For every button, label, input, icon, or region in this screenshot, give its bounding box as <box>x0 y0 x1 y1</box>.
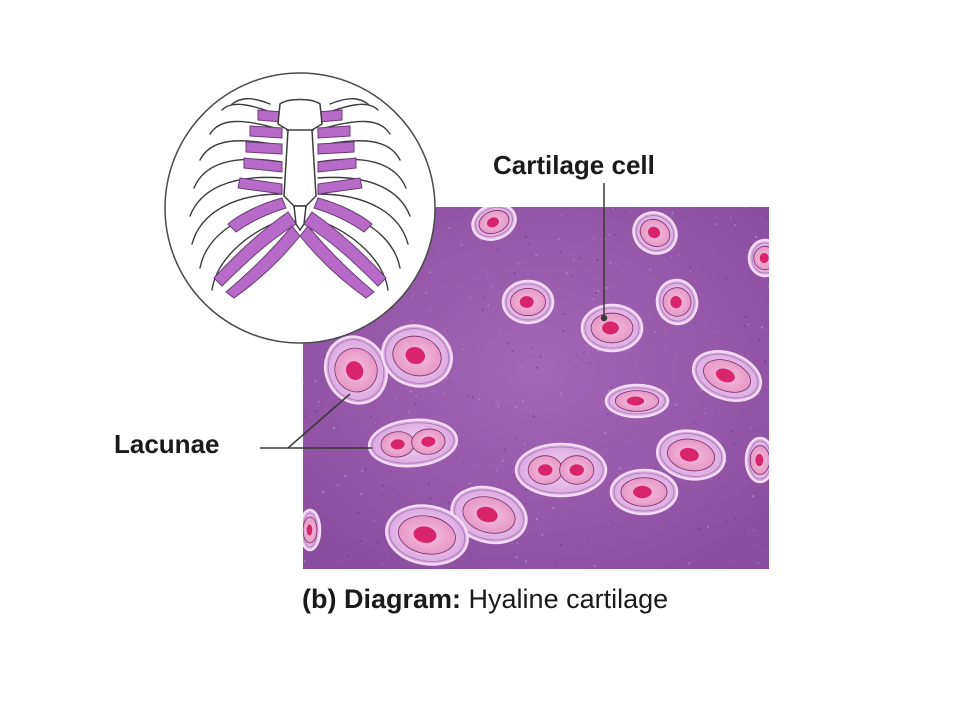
lacuna <box>323 335 389 405</box>
cell-nucleus <box>759 252 769 264</box>
lacuna <box>471 207 517 241</box>
lacuna <box>501 279 555 325</box>
cell-nucleus <box>390 439 405 450</box>
cell-nucleus <box>306 524 313 536</box>
lacuna <box>385 504 469 566</box>
cell-nucleus <box>421 436 436 447</box>
lacuna <box>604 383 670 419</box>
lacuna <box>655 278 699 326</box>
lacuna <box>747 238 769 278</box>
cell-nucleus <box>413 526 437 543</box>
lacuna <box>303 508 322 552</box>
cell-nucleus <box>519 296 534 308</box>
lacunae-label: Lacunae <box>114 429 220 459</box>
lacuna <box>381 324 453 388</box>
lacuna <box>514 442 608 498</box>
lacuna <box>609 468 679 516</box>
figure-caption: (b) Diagram: Hyaline cartilage <box>302 584 668 615</box>
lacuna <box>450 485 528 545</box>
sternum <box>277 98 323 232</box>
lacuna <box>632 211 678 255</box>
cell-nucleus <box>755 453 764 467</box>
cell-nucleus <box>602 321 619 335</box>
cartilage-matrix <box>303 207 769 569</box>
leader-lines <box>260 183 608 449</box>
cell-nucleus <box>648 226 661 239</box>
cell-nucleus <box>538 464 553 476</box>
caption-part-letter: (b) <box>302 584 337 614</box>
costal-cartilage <box>213 109 387 299</box>
cell-nucleus <box>626 396 645 406</box>
cell-nucleus <box>679 447 699 462</box>
cell-nucleus <box>346 361 364 380</box>
lacuna <box>691 350 763 402</box>
cell-nucleus <box>405 347 426 365</box>
cartilage-cell-label: Cartilage cell <box>493 150 655 180</box>
lacuna <box>580 303 644 353</box>
thorax-inset <box>164 72 436 344</box>
cell-nucleus <box>670 296 682 309</box>
cell-nucleus <box>633 485 652 499</box>
cell-nucleus <box>569 464 584 476</box>
lacuna <box>656 429 726 481</box>
lacuna <box>367 418 459 468</box>
cell-nucleus <box>476 506 498 523</box>
cartilage-cell-leader-dot <box>600 314 608 322</box>
caption-type: Diagram: <box>344 584 462 614</box>
lacunae-cells <box>303 207 769 566</box>
lacuna <box>744 436 769 484</box>
caption-subject: Hyaline cartilage <box>468 584 669 614</box>
cell-nucleus <box>715 368 735 383</box>
cell-nucleus <box>486 217 499 228</box>
